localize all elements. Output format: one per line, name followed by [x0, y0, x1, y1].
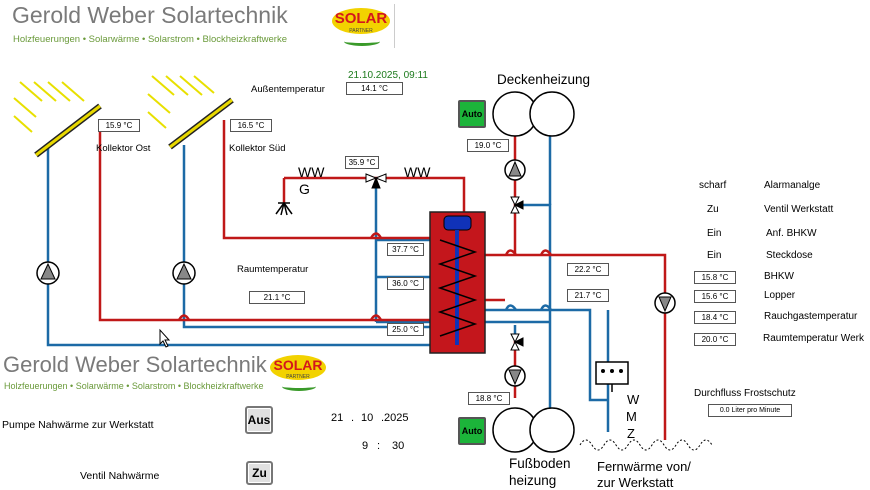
company-name-bottom: Gerold Weber Solartechnik [3, 352, 267, 377]
status-state-bhkw: Ein [707, 228, 722, 239]
status-name-socket: Steckdose [766, 250, 813, 261]
pump-control-label: Pumpe Nahwärme zur Werkstatt [2, 419, 154, 431]
floor-temp: 18.8 °C [468, 392, 510, 405]
solar-partner-logo: SOLAR PARTNER [332, 4, 390, 46]
floor-auto-button[interactable]: Auto [458, 417, 486, 445]
floor-heating-title-2: heizung [509, 473, 557, 488]
pump-icon [172, 261, 196, 285]
wmz-z-label: Z [627, 426, 635, 441]
district-heating-line2: zur Werkstatt [597, 475, 674, 490]
collector-east-label: Kollektor Ost [96, 143, 151, 154]
crossing-hump [504, 249, 518, 256]
status-name-alarm: Alarmanalge [764, 180, 821, 191]
pump-icon [654, 292, 676, 314]
ww-g-label: G [299, 181, 310, 197]
flow-value: 0.0 Liter pro Minute [708, 404, 792, 417]
wmz-m-label: M [626, 409, 637, 424]
mixing-valve-icon [365, 173, 387, 189]
district-heating-line [579, 439, 713, 451]
solar-partner-logo-bottom: SOLAR PARTNER [270, 352, 326, 392]
crossing-hump [539, 304, 553, 311]
floor-heating-title-1: Fußboden [509, 456, 571, 471]
valve-control-label: Ventil Nahwärme [80, 470, 160, 482]
collector-south-label: Kollektor Süd [229, 143, 286, 154]
ww-left-label: WW [298, 164, 325, 180]
date-day: 21 [331, 412, 344, 424]
storage-temp-middle: 36.0 °C [387, 277, 424, 290]
room-temp-value: 21.1 °C [249, 291, 305, 304]
crossing-hump [177, 314, 191, 321]
status-name-valve: Ventil Werkstatt [764, 204, 834, 215]
ceiling-auto-button[interactable]: Auto [458, 100, 486, 128]
pump-off-button[interactable]: Aus [245, 406, 273, 434]
pump-icon [504, 159, 526, 181]
reading-name-lopper: Lopper [764, 290, 796, 301]
collector-east-temp: 15.9 °C [98, 119, 140, 132]
company-tagline-bottom: Holzfeuerungen • Solarwärme • Solarstrom… [4, 381, 264, 391]
time-hour: 9 [362, 440, 369, 452]
date-year: 2025 [384, 412, 409, 424]
sun-rays-south [147, 75, 215, 129]
ceiling-heating-title: Deckenheizung [497, 72, 591, 87]
reading-value-lopper: 15.6 °C [694, 290, 736, 303]
ww-temp: 35.9 °C [345, 156, 379, 169]
storage-temp-top: 37.7 °C [387, 243, 424, 256]
reading-name-fluegas: Rauchgastemperatur [764, 311, 858, 322]
reading-name-bhkw: BHKW [764, 271, 794, 282]
ceiling-temp: 19.0 °C [467, 139, 509, 152]
mixing-valve-icon [510, 196, 524, 214]
supply-temp: 22.2 °C [567, 263, 609, 276]
flow-label: Durchfluss Frostschutz [694, 388, 796, 399]
logo-divider [394, 4, 395, 48]
ww-right-label: WW [404, 164, 431, 180]
date-separator: . [381, 412, 385, 424]
storage-temp-bottom: 25.0 °C [387, 323, 424, 336]
return-temp: 21.7 °C [567, 289, 609, 302]
crossing-hump [504, 304, 518, 311]
mixing-valve-icon [510, 333, 524, 351]
pump-icon [504, 365, 526, 387]
collector-south-temp: 16.5 °C [230, 119, 272, 132]
reading-value-workshop-room: 20.0 °C [694, 333, 736, 346]
wmz-w-label: W [627, 392, 640, 407]
reading-name-workshop-room: Raumtemperatur Werk [763, 333, 864, 344]
ceiling-heat-exchanger-icon [492, 91, 575, 137]
sun-rays-east [13, 81, 85, 133]
status-state-valve: Zu [707, 204, 719, 215]
storage-coil [437, 239, 478, 337]
crossing-hump [369, 314, 383, 321]
pump-icon [36, 261, 60, 285]
district-heating-line1: Fernwärme von/ [597, 459, 691, 474]
company-name: Gerold Weber Solartechnik [12, 2, 288, 28]
crossing-hump [539, 249, 553, 256]
room-temp-label: Raumtemperatur [237, 264, 309, 275]
time-minute: 30 [392, 440, 405, 452]
timestamp: 21.10.2025, 09:11 [348, 70, 428, 81]
company-tagline: Holzfeuerungen • Solarwärme • Solarstrom… [13, 34, 287, 45]
hot-pipes [98, 120, 667, 440]
status-state-socket: Ein [707, 250, 722, 261]
heat-meter-icon [595, 361, 629, 392]
outside-temp-label: Außentemperatur [251, 84, 325, 95]
date-separator: . [351, 412, 355, 424]
outside-temp-value: 14.1 °C [346, 82, 403, 95]
reading-value-bhkw: 15.8 °C [694, 271, 736, 284]
mouse-cursor-icon [159, 328, 171, 348]
shower-icon [275, 202, 293, 216]
status-state-alarm: scharf [699, 180, 727, 191]
valve-closed-button[interactable]: Zu [246, 461, 273, 485]
date-month: 10 [361, 412, 374, 424]
reading-value-fluegas: 18.4 °C [694, 311, 736, 324]
time-colon: : [377, 440, 381, 452]
crossing-hump [369, 232, 383, 239]
status-name-bhkw: Anf. BHKW [766, 228, 817, 239]
floor-heat-exchanger-icon [492, 407, 575, 453]
